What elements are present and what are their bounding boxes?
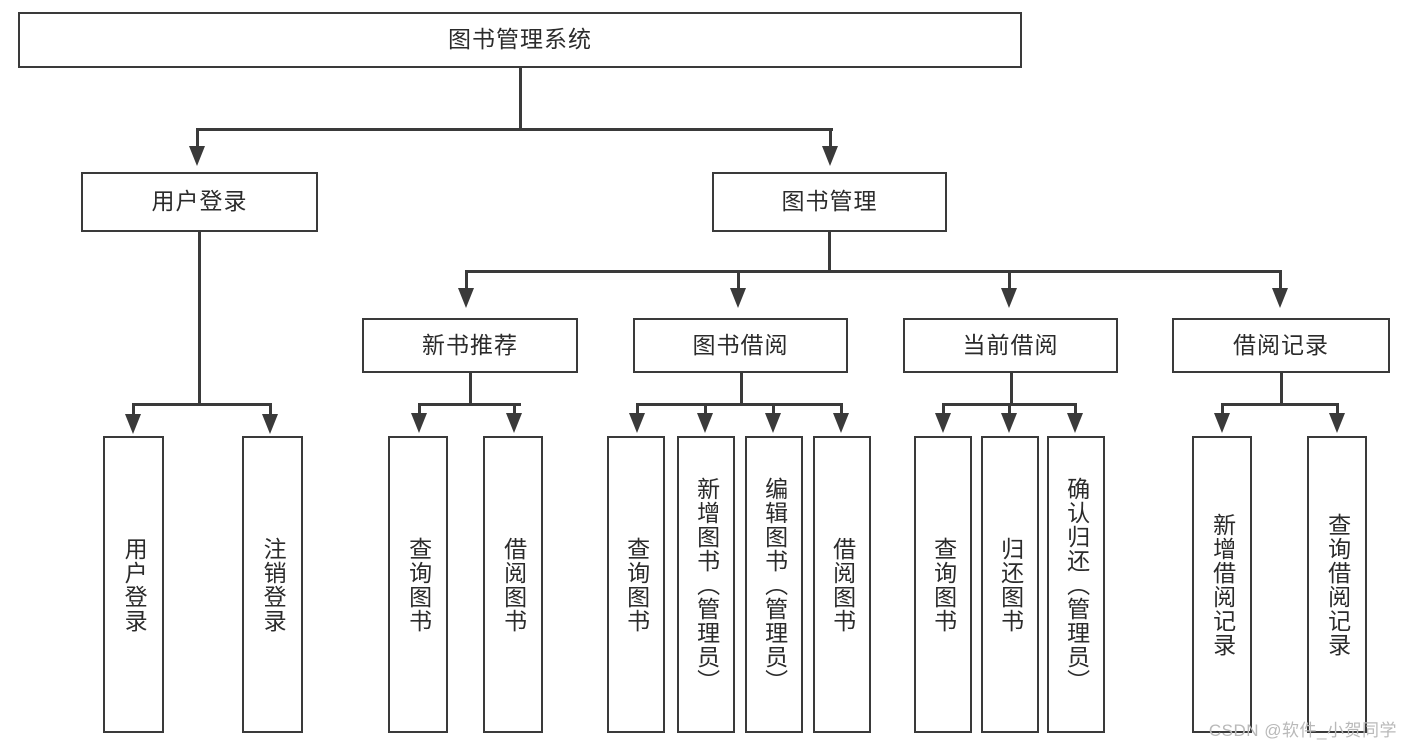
leaf-cb-confirm-return[interactable]: 确认归还（管理员） xyxy=(1047,436,1105,733)
arrowhead-leaf-logout xyxy=(262,414,278,434)
node-label: 注销登录 xyxy=(260,536,287,633)
arrowhead-cb-confirm-return xyxy=(1067,413,1083,433)
node-label: 借阅记录 xyxy=(1233,331,1329,358)
leaf-bb-add-book[interactable]: 新增图书（管理员） xyxy=(677,436,735,733)
connector-new-book-drop-1 xyxy=(418,403,421,416)
connector-root-stem xyxy=(519,68,522,130)
leaf-user-login[interactable]: 用户登录 xyxy=(103,436,164,733)
connector-root-bus xyxy=(196,128,833,131)
node-label: 借阅图书 xyxy=(829,536,856,633)
connector-user-login-drop-1 xyxy=(132,403,135,418)
node-label: 新增借阅记录 xyxy=(1209,512,1236,657)
node-label: 借阅图书 xyxy=(500,536,527,633)
node-book-management[interactable]: 图书管理 xyxy=(712,172,947,232)
connector-new-book-stem xyxy=(469,373,472,405)
node-current-borrow[interactable]: 当前借阅 xyxy=(903,318,1118,373)
arrowhead-borrow-record xyxy=(1272,288,1288,308)
arrowhead-bb-query-book xyxy=(629,413,645,433)
node-user-login[interactable]: 用户登录 xyxy=(81,172,318,232)
arrowhead-book-management xyxy=(822,146,838,166)
leaf-bb-borrow-book[interactable]: 借阅图书 xyxy=(813,436,871,733)
connector-book-management-stem xyxy=(828,232,831,272)
arrowhead-nb-query-book xyxy=(411,413,427,433)
node-label: 查询图书 xyxy=(930,536,957,633)
connector-level2-drop-2 xyxy=(737,270,740,292)
leaf-bb-edit-book[interactable]: 编辑图书（管理员） xyxy=(745,436,803,733)
node-label: 图书管理 xyxy=(781,188,878,215)
connector-root-drop-left xyxy=(196,128,199,148)
connector-bb-drop-3 xyxy=(772,403,775,416)
connector-br-drop-2 xyxy=(1336,403,1339,416)
arrowhead-new-book-recommend xyxy=(458,288,474,308)
connector-cb-drop-3 xyxy=(1074,403,1077,416)
connector-new-book-bus xyxy=(418,403,521,406)
leaf-bb-query-book[interactable]: 查询图书 xyxy=(607,436,665,733)
node-label: 用户登录 xyxy=(121,536,148,633)
arrowhead-br-add-record xyxy=(1214,413,1230,433)
arrowhead-user-login xyxy=(189,146,205,166)
arrowhead-bb-edit-book xyxy=(765,413,781,433)
connector-user-login-bus xyxy=(132,403,269,406)
leaf-cb-return-book[interactable]: 归还图书 xyxy=(981,436,1039,733)
connector-new-book-drop-2 xyxy=(513,403,516,416)
node-label: 编辑图书（管理员） xyxy=(761,476,788,693)
node-new-book-recommend[interactable]: 新书推荐 xyxy=(362,318,578,373)
node-book-borrow[interactable]: 图书借阅 xyxy=(633,318,848,373)
node-label: 查询图书 xyxy=(623,536,650,633)
node-label: 当前借阅 xyxy=(962,331,1059,358)
connector-bb-drop-4 xyxy=(840,403,843,416)
arrowhead-nb-borrow-book xyxy=(506,413,522,433)
leaf-cb-query-book[interactable]: 查询图书 xyxy=(914,436,972,733)
connector-br-drop-1 xyxy=(1221,403,1224,416)
node-label: 新增图书（管理员） xyxy=(693,476,720,693)
connector-borrow-record-stem xyxy=(1280,373,1283,405)
node-label: 用户登录 xyxy=(151,188,248,215)
node-label: 新书推荐 xyxy=(422,331,518,358)
arrowhead-leaf-user-login xyxy=(125,414,141,434)
connector-current-borrow-stem xyxy=(1010,373,1013,405)
arrowhead-cb-query-book xyxy=(935,413,951,433)
connector-book-borrow-bus xyxy=(636,403,842,406)
connector-root-drop-right xyxy=(829,128,832,148)
connector-bb-drop-1 xyxy=(636,403,639,416)
node-label: 查询图书 xyxy=(405,536,432,633)
node-label: 确认归还（管理员） xyxy=(1063,476,1090,693)
arrowhead-bb-add-book xyxy=(697,413,713,433)
arrowhead-cb-return-book xyxy=(1001,413,1017,433)
connector-user-login-stem xyxy=(198,232,201,405)
connector-level2-bus xyxy=(465,270,1280,273)
arrowhead-current-borrow xyxy=(1001,288,1017,308)
node-borrow-record[interactable]: 借阅记录 xyxy=(1172,318,1390,373)
node-label: 图书管理系统 xyxy=(448,26,592,53)
connector-bb-drop-2 xyxy=(704,403,707,416)
connector-borrow-record-bus xyxy=(1221,403,1338,406)
connector-book-borrow-stem xyxy=(740,373,743,405)
node-label: 图书借阅 xyxy=(692,331,789,358)
leaf-nb-borrow-book[interactable]: 借阅图书 xyxy=(483,436,543,733)
node-label: 归还图书 xyxy=(997,536,1024,633)
connector-level2-drop-3 xyxy=(1008,270,1011,292)
arrowhead-bb-borrow-book xyxy=(833,413,849,433)
watermark-text: CSDN @软件_小贺同学 xyxy=(1208,721,1397,740)
node-label: 查询借阅记录 xyxy=(1324,512,1351,657)
node-root-book-management-system[interactable]: 图书管理系统 xyxy=(18,12,1022,68)
leaf-logout[interactable]: 注销登录 xyxy=(242,436,303,733)
connector-cb-drop-1 xyxy=(942,403,945,416)
connector-level2-drop-1 xyxy=(465,270,468,292)
leaf-br-query-record[interactable]: 查询借阅记录 xyxy=(1307,436,1367,733)
arrowhead-br-query-record xyxy=(1329,413,1345,433)
arrowhead-book-borrow xyxy=(730,288,746,308)
connector-level2-drop-4 xyxy=(1279,270,1282,292)
leaf-nb-query-book[interactable]: 查询图书 xyxy=(388,436,448,733)
leaf-br-add-record[interactable]: 新增借阅记录 xyxy=(1192,436,1252,733)
connector-user-login-drop-2 xyxy=(269,403,272,418)
connector-cb-drop-2 xyxy=(1008,403,1011,416)
